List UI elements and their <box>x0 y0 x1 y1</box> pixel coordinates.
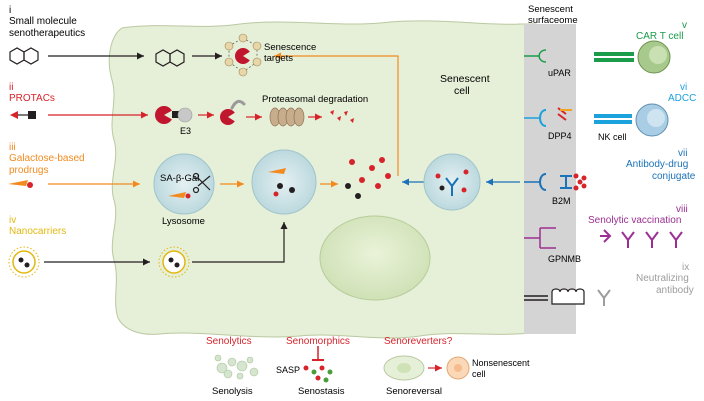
senoreversal-icon <box>383 355 470 381</box>
approach-ii-name: PROTACs <box>9 93 55 104</box>
sa-gal-label: SA-β-Gal <box>160 173 200 184</box>
surfaceome-title-line2: surfaceome <box>528 15 578 26</box>
b2m-receptor-icon <box>524 173 587 191</box>
proteasomal-degradation-label: Proteasomal degradation <box>262 94 369 105</box>
approach-iii-name-line2: prodrugs <box>9 165 49 176</box>
approach-iii-number: iii <box>9 142 16 153</box>
approach-vii-name-line2: conjugate <box>652 171 696 182</box>
proteasome-icon <box>269 107 305 127</box>
cleaved-prodrug-icon <box>168 192 191 199</box>
hexagon-molecule-icon <box>155 49 185 67</box>
marker-dpp4: DPP4 <box>548 131 572 141</box>
sasp-label: SASP <box>276 365 301 375</box>
approach-v-name: CAR T cell <box>636 31 684 42</box>
lysosome-label: Lysosome <box>162 216 205 227</box>
approach-i-number: i <box>9 5 12 16</box>
approach-ix-number: ix <box>682 262 690 273</box>
hexagon-molecule-icon <box>9 47 39 65</box>
approach-i-name-line1: Small molecule <box>9 16 77 27</box>
senescence-targets-line1: Senescence <box>264 42 317 53</box>
nk-cell-icon <box>594 103 669 137</box>
senostasis-label: Senostasis <box>298 386 345 397</box>
gpnmb-receptor-icon <box>524 227 556 249</box>
arrow-iv-2 <box>192 222 288 263</box>
approach-viii-number: viii <box>676 204 688 215</box>
approach-vii-name-line1: Antibody-drug <box>626 159 689 170</box>
ubiquitinated-target-icon <box>220 99 246 125</box>
approach-viii-name: Senolytic vaccination <box>588 215 682 226</box>
approach-vi-name: ADCC <box>668 93 697 104</box>
senolytics-title: Senolytics <box>206 336 252 347</box>
approach-ix-name-line1: Neutralizing <box>636 273 689 284</box>
marker-upar: uPAR <box>548 68 571 78</box>
lysosome-1 <box>153 153 215 215</box>
drug-particles-cluster <box>345 157 391 199</box>
nonsenescent-label-line1: Nonsenescent <box>472 358 530 368</box>
nk-cell-label: NK cell <box>598 132 627 142</box>
neutralizing-antibody-icon <box>597 289 611 306</box>
car-t-cell-icon <box>594 40 671 74</box>
released-drug-icon <box>268 168 295 197</box>
senoreversal-label: Senoreversal <box>386 386 442 397</box>
nanocarrier-icon <box>8 246 40 278</box>
nucleus <box>319 215 431 301</box>
approach-ii-number: ii <box>9 82 14 93</box>
senomorphics-title: Senomorphics <box>286 336 350 347</box>
arrow-to-targets <box>274 52 399 176</box>
degraded-fragments-icon <box>330 110 354 123</box>
approach-v-number: v <box>682 20 687 31</box>
approach-iv-number: iv <box>9 215 17 226</box>
upar-receptor-icon <box>524 49 547 63</box>
surfaceome-title-line1: Senescent <box>528 4 573 15</box>
approach-iii-name-line1: Galactose-based <box>9 153 85 164</box>
lysosome-3 <box>423 153 481 211</box>
senescent-cell-label-line1: Senescent <box>440 73 490 85</box>
nonsenescent-label-line2: cell <box>472 369 486 379</box>
approach-ix-name-line2: antibody <box>656 285 694 296</box>
adc-in-lysosome-icon <box>435 169 469 196</box>
vaccine-antibodies-icon <box>600 229 683 248</box>
approach-iv-name: Nanocarriers <box>9 226 67 237</box>
senolysis-label: Senolysis <box>212 386 253 397</box>
scissors-icon <box>192 172 211 194</box>
approach-vii-number: vii <box>678 148 688 159</box>
lysosome-2 <box>251 149 317 215</box>
galactose-prodrug-icon <box>8 180 33 188</box>
neutralizing-receptor-icon <box>524 288 585 305</box>
approach-vi-number: vi <box>680 82 688 93</box>
senescent-cell-label-line2: cell <box>454 85 470 97</box>
protac-e3-complex-icon <box>155 106 193 124</box>
senostasis-icon <box>303 346 333 383</box>
senescence-target-network-icon <box>224 33 262 77</box>
senoreverters-title: Senoreverters? <box>384 336 453 347</box>
nanocarrier-icon <box>158 246 190 278</box>
e3-label: E3 <box>180 126 192 136</box>
marker-b2m: B2M <box>552 196 571 206</box>
protac-molecule-icon <box>10 111 36 119</box>
senolysis-icon <box>214 354 259 380</box>
senescence-targets-line2: targets <box>264 53 294 64</box>
approach-i-name-line2: senotherapeutics <box>9 28 86 39</box>
dpp4-receptor-icon <box>524 107 572 127</box>
surfaceome-band <box>524 24 576 334</box>
marker-gpnmb: GPNMB <box>548 254 582 264</box>
